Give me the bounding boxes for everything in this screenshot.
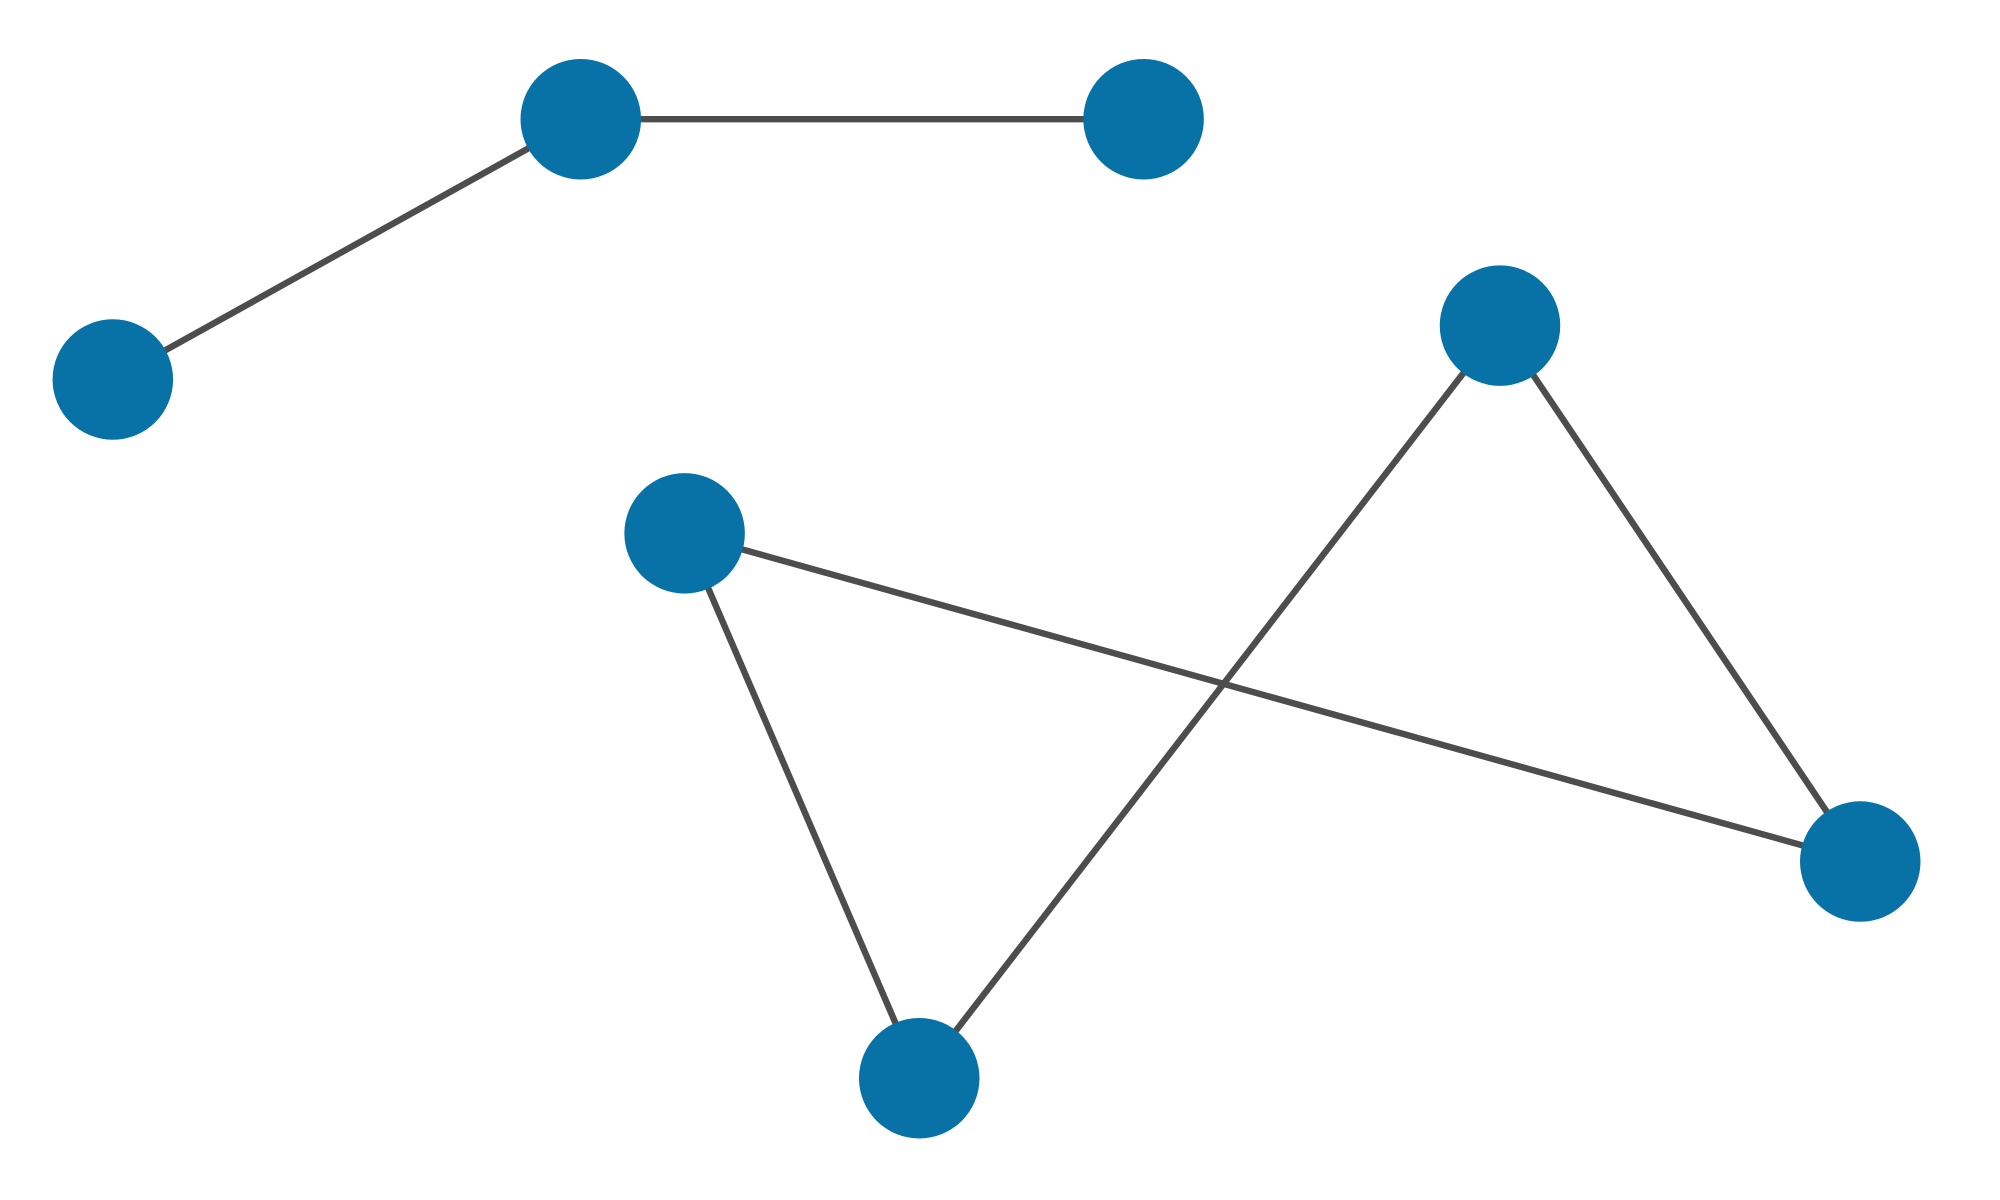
node-n0 [52,319,174,440]
edge-n0-n1 [111,116,583,383]
edges-layer [111,116,1863,1081]
node-n6 [858,1017,980,1139]
edge-n4-n5 [683,530,1862,865]
node-n3 [1439,265,1561,386]
node-n1 [520,58,642,180]
node-n2 [1083,58,1204,180]
edge-n3-n6 [916,323,1503,1081]
edge-n3-n5 [1497,323,1863,864]
node-n4 [624,473,745,594]
node-n5 [1800,801,1921,922]
nodes-layer [52,58,1921,1139]
edge-n4-n6 [681,532,923,1080]
